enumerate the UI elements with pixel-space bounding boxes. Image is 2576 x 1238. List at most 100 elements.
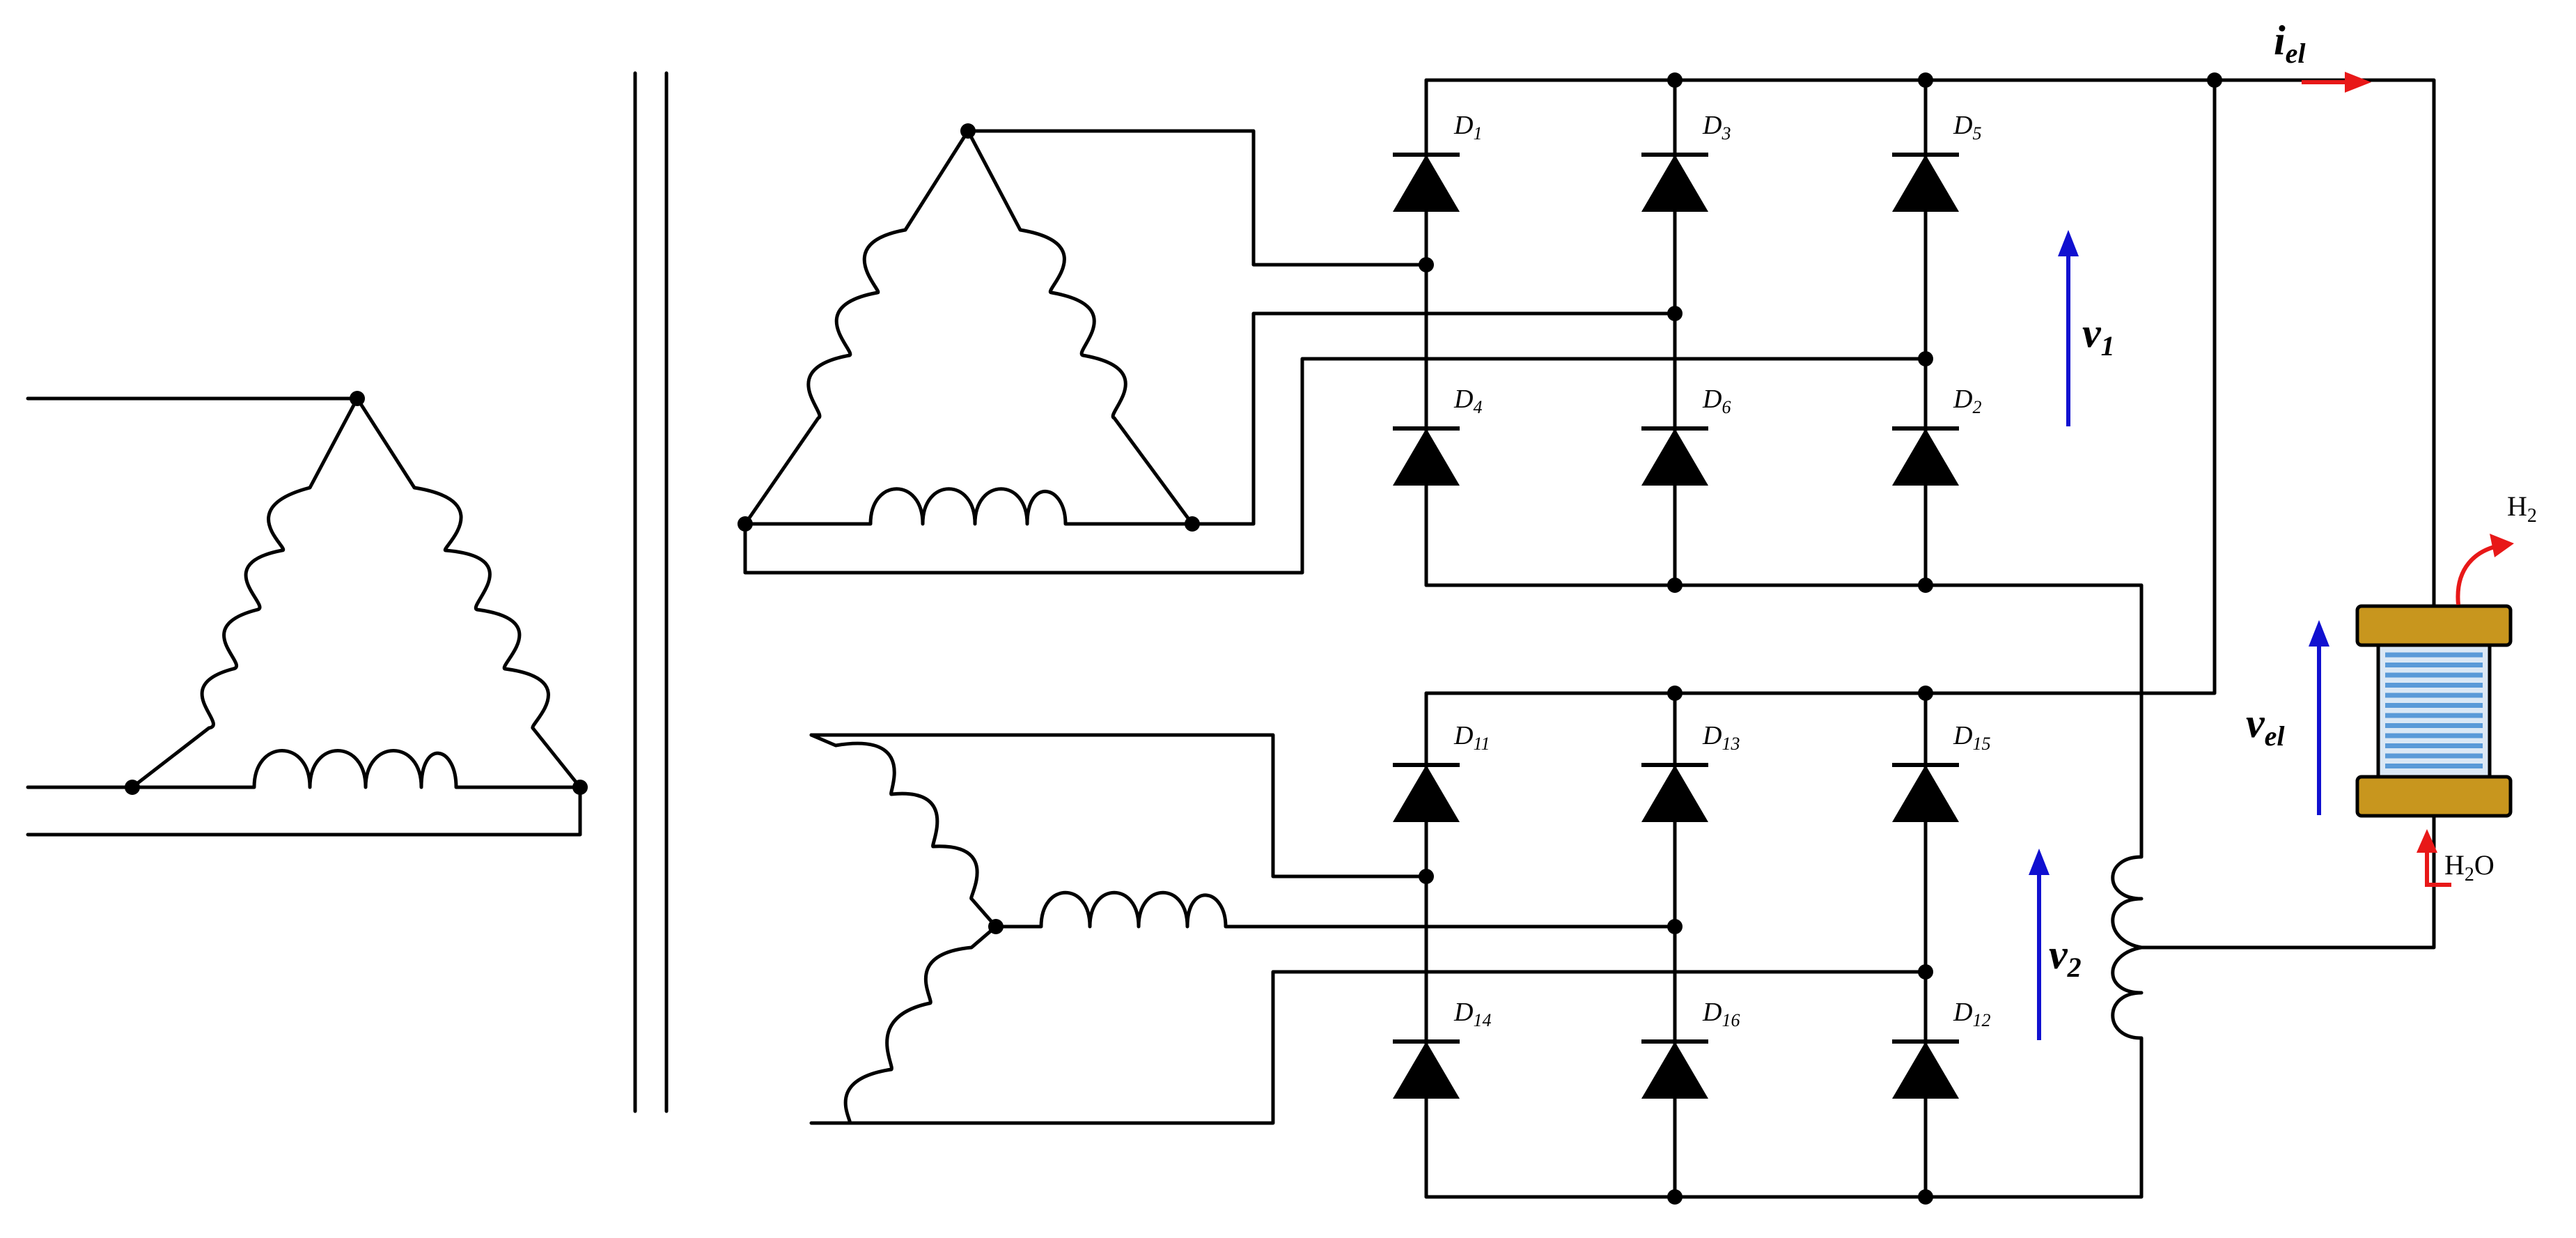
delta-sec-right-leg-top: [966, 129, 1022, 232]
lower-top-node-3: [1918, 686, 1933, 701]
diode-label: D6: [1702, 385, 1731, 417]
primary-node-left: [125, 780, 140, 795]
vel-letter: v: [2246, 700, 2265, 746]
diode-label-letter: D: [1453, 721, 1473, 750]
diode-label-subscript: 15: [1972, 734, 1990, 754]
upper-bottom-node-3: [1918, 578, 1933, 593]
v1-indicator: v1: [2058, 230, 2115, 426]
wye-sec-lower-coil: [811, 925, 997, 1125]
diode-label: D1: [1453, 111, 1482, 144]
diode-label: D15: [1953, 721, 1990, 754]
lower-bridge-rectifier: [1419, 78, 2217, 1205]
diode-d12: D12: [1892, 998, 1990, 1099]
iel-subscript: el: [2286, 38, 2306, 69]
diode-label-subscript: 4: [1473, 397, 1482, 417]
v2-indicator: v2: [2029, 849, 2082, 1040]
delta-sec-conn-c: [743, 357, 1928, 575]
diode-d6: D6: [1641, 385, 1731, 486]
upper-mid-node-2: [1667, 306, 1683, 321]
interphase-lower-coil: [2111, 945, 2144, 1040]
diode-d1: D1: [1393, 111, 1482, 212]
h2-label: H2: [2507, 490, 2537, 527]
lower-mid-node-3: [1918, 964, 1933, 980]
diode-label-letter: D: [1702, 111, 1722, 140]
transformer-core: [633, 71, 669, 1113]
primary-delta-winding: [26, 391, 588, 837]
diode-label-subscript: 13: [1722, 734, 1740, 754]
diode-label-letter: D: [1702, 385, 1722, 414]
h2-sub: 2: [2527, 505, 2537, 527]
diode-label-subscript: 5: [1972, 123, 1981, 144]
diode-label-subscript: 1: [1473, 123, 1482, 144]
v1-label: v1: [2082, 310, 2115, 362]
wye-sec-conn-a: [809, 733, 1428, 879]
diode-label-letter: D: [1953, 111, 1972, 140]
diode-label-subscript: 6: [1722, 397, 1731, 417]
interphase-reactor: [2111, 792, 2436, 1040]
wye-sec-upper-coil: [835, 741, 997, 928]
diode-d14: D14: [1393, 998, 1491, 1099]
delta-sec-left-leg-top: [903, 129, 970, 232]
delta-sec-conn-b: [1190, 311, 1677, 526]
primary-delta-left-leg: [308, 396, 359, 490]
diode-symbol-icon: [1393, 1042, 1460, 1099]
diode-symbol-icon: [1892, 428, 1959, 486]
upper-top-node-2: [1667, 72, 1683, 88]
iel-indicator: iel: [2274, 17, 2371, 93]
diode-label-letter: D: [1953, 998, 1972, 1027]
v2-arrowhead: [2029, 849, 2050, 875]
v1-subscript: 1: [2101, 330, 2115, 362]
delta-sec-right-coil: [1020, 228, 1194, 525]
diode-symbol-icon: [1641, 428, 1708, 486]
diode-label-letter: D: [1953, 385, 1972, 414]
diode-label: D5: [1953, 111, 1981, 144]
upper-top-node-3: [1918, 72, 1933, 88]
diode-symbol-icon: [1641, 155, 1708, 212]
diode-label: D12: [1953, 998, 1990, 1030]
diode-label-letter: D: [1453, 385, 1473, 414]
wye-sec-right-coil: [996, 890, 1228, 929]
primary-node-top: [350, 391, 365, 406]
upper-bottom-node-2: [1667, 578, 1683, 593]
diode-d16: D16: [1641, 998, 1740, 1099]
diode-label: D16: [1702, 998, 1740, 1030]
h2-outlet-arrow: [2456, 543, 2501, 605]
diode-d13: D13: [1641, 721, 1740, 822]
lower-mid-node-2: [1667, 919, 1683, 934]
lower-mid-node-1: [1419, 869, 1434, 884]
upper-bridge-bottom-rail: [1424, 583, 2144, 859]
iel-arrowhead: [2345, 72, 2371, 93]
h2o-inlet-arrow: [2425, 842, 2451, 887]
iel-label: iel: [2274, 17, 2306, 69]
primary-right-coil: [414, 486, 581, 789]
diode-label: D13: [1702, 721, 1740, 754]
electrolyzer-bottom-plate: [2355, 775, 2513, 818]
diode-label-letter: D: [1453, 111, 1473, 140]
diode-label: D14: [1453, 998, 1491, 1030]
diode-d2: D2: [1892, 385, 1981, 486]
electrolyzer-top-plate: [2355, 604, 2513, 647]
diode-d15: D15: [1892, 721, 1990, 822]
h2o-label: H2O: [2444, 849, 2495, 885]
diode-label-letter: D: [1702, 721, 1722, 750]
diode-symbol-icon: [1641, 765, 1708, 822]
lower-top-node-2: [1667, 686, 1683, 701]
upper-mid-node-1: [1419, 257, 1434, 272]
diode-symbol-icon: [1892, 155, 1959, 212]
diode-label-subscript: 11: [1473, 734, 1490, 754]
diode-label-letter: D: [1453, 998, 1473, 1027]
wye-sec-conn-c: [809, 970, 1928, 1125]
primary-left-coil: [131, 486, 311, 789]
diode-symbol-icon: [1393, 765, 1460, 822]
diode-symbol-icon: [1393, 155, 1460, 212]
secondary-wye-winding: [809, 733, 1928, 1125]
diode-label-letter: D: [1702, 998, 1722, 1027]
diode-label-subscript: 16: [1722, 1010, 1740, 1030]
diode-label: D2: [1953, 385, 1981, 417]
lower-bottom-node-2: [1667, 1189, 1683, 1205]
delta-sec-left-coil: [743, 228, 906, 525]
h2-outlet-arrowhead: [2490, 534, 2514, 557]
diode-symbol-icon: [1393, 428, 1460, 486]
